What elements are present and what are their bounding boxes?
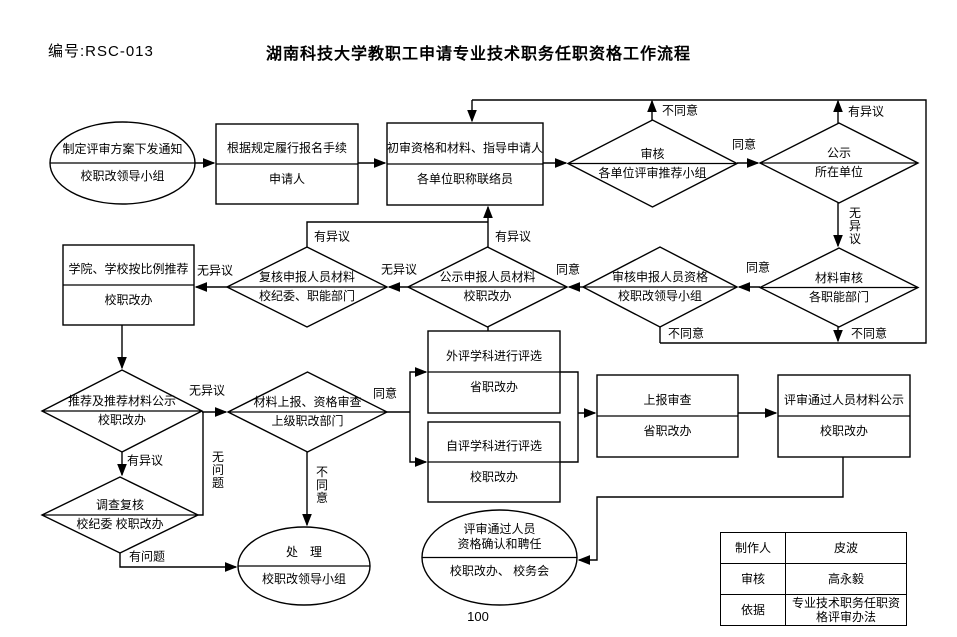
edge-label: 不同意: [661, 103, 699, 118]
edge-label: 同意: [555, 262, 581, 277]
connector-arrow: [472, 99, 927, 344]
node-label-report-review: 上报审查: [643, 393, 692, 407]
node-label-self-eval: 自评学科进行评选: [445, 439, 542, 453]
node-label-ext-eval: 省职改办: [469, 380, 518, 394]
table-row: 审核 高永毅: [720, 563, 907, 595]
node-label-plan-notice: 校职改领导小组: [80, 169, 165, 183]
connector-arrow: [577, 457, 844, 565]
info-label-basis: 依据: [720, 594, 786, 626]
info-table: 制作人 皮波 审核 高永毅 依据 专业技术职务任职资格评审办法: [720, 532, 907, 626]
node-label-rec-public: 推荐及推荐材料公示: [67, 394, 176, 408]
node-label-recommend: 学院、学校按比例推荐: [68, 262, 189, 276]
node-label-rec-public: 校职改办: [97, 413, 146, 427]
connector-arrow: [409, 367, 428, 412]
node-label-ext-eval: 外评学科进行评选: [445, 349, 542, 363]
info-label-maker: 制作人: [720, 532, 786, 564]
edge-label: 同意: [745, 260, 771, 275]
edge-label: 无异议: [188, 383, 226, 398]
node-label-submit-check: 上级职改部门: [271, 414, 344, 428]
edge-label: 同意: [731, 137, 757, 152]
table-row: 制作人 皮波: [720, 532, 907, 564]
edge-label: 有异议: [847, 104, 885, 119]
node-label-confirm-hire: 校职改办、 校务会: [449, 563, 550, 578]
node-label-recheck: 复核申报人员材料: [258, 270, 355, 284]
edge-label: 有问题: [128, 549, 166, 564]
node-label-qual-audit: 审核申报人员资格: [611, 270, 708, 284]
edge-label: 无异议: [196, 263, 234, 278]
node-label-material-public: 校职改办: [463, 289, 512, 303]
edge-label: 有异议: [126, 453, 164, 468]
connector-arrow: [119, 553, 238, 572]
node-label-submit-check: 材料上报、资格审查: [253, 395, 362, 409]
node-label-handle: 校职改领导小组: [261, 572, 346, 586]
node-label-signup: 申请人: [268, 172, 305, 186]
node-label-public-unit: 公示: [826, 146, 851, 160]
node-label-investigate: 校纪委 校职改办: [76, 517, 164, 531]
page-number: 100: [467, 609, 489, 624]
node-label-public-unit: 所在单位: [814, 165, 863, 179]
node-label-confirm-hire: 资格确认和聘任: [457, 536, 542, 551]
node-label-first-review: 初审资格和材料、指导申请人: [387, 141, 544, 155]
node-label-recheck: 校纪委、职能部门: [258, 289, 355, 303]
document-code: 编号:RSC-013: [48, 43, 154, 60]
edge-label: 无问题: [210, 450, 225, 490]
node-label-self-eval: 校职改办: [469, 470, 518, 484]
connector-arrow: [409, 412, 428, 467]
connector-arrow: [198, 412, 204, 516]
info-value-audit: 高永毅: [785, 563, 907, 595]
edge-label: 不同意: [850, 326, 888, 341]
node-label-plan-notice: 制定评审方案下发通知: [62, 142, 183, 156]
node-label-recommend: 校职改办: [104, 293, 153, 307]
node-label-report-review: 省职改办: [643, 424, 692, 438]
info-label-audit: 审核: [720, 563, 786, 595]
page-title: 湖南科技大学教职工申请专业技术职务任职资格工作流程: [265, 46, 691, 63]
info-value-basis: 专业技术职务任职资格评审办法: [785, 594, 907, 626]
node-label-handle: 处 理: [285, 545, 322, 559]
node-label-material-audit: 各职能部门: [808, 289, 869, 304]
node-label-unit-review: 各单位评审推荐小组: [598, 165, 707, 180]
node-label-material-public: 公示申报人员材料: [439, 270, 536, 284]
edge-label: 有异议: [313, 229, 351, 244]
node-label-signup: 根据规定履行报名手续: [226, 141, 347, 155]
edge-label: 不同意: [667, 326, 705, 341]
connector-arrow: [306, 221, 488, 247]
table-row: 依据 专业技术职务任职资格评审办法: [720, 594, 907, 626]
edge-label: 同意: [372, 386, 398, 401]
node-label-pass-public: 校职改办: [819, 424, 868, 438]
node-label-pass-public: 评审通过人员材料公示: [783, 393, 904, 407]
edge-label: 无异议: [847, 206, 862, 246]
edge-label: 有异议: [494, 229, 532, 244]
node-label-qual-audit: 校职改领导小组: [617, 289, 702, 303]
edge-label: 无异议: [380, 262, 418, 277]
connector-arrow: [560, 371, 579, 463]
node-label-first-review: 各单位职称联络员: [416, 172, 513, 186]
node-label-confirm-hire: 评审通过人员: [463, 521, 536, 536]
node-label-material-audit: 材料审核: [814, 270, 863, 285]
info-value-maker: 皮波: [785, 532, 907, 564]
node-label-investigate: 调查复核: [95, 498, 144, 512]
node-label-unit-review: 审核: [640, 146, 665, 161]
edge-label: 不同意: [314, 465, 329, 505]
